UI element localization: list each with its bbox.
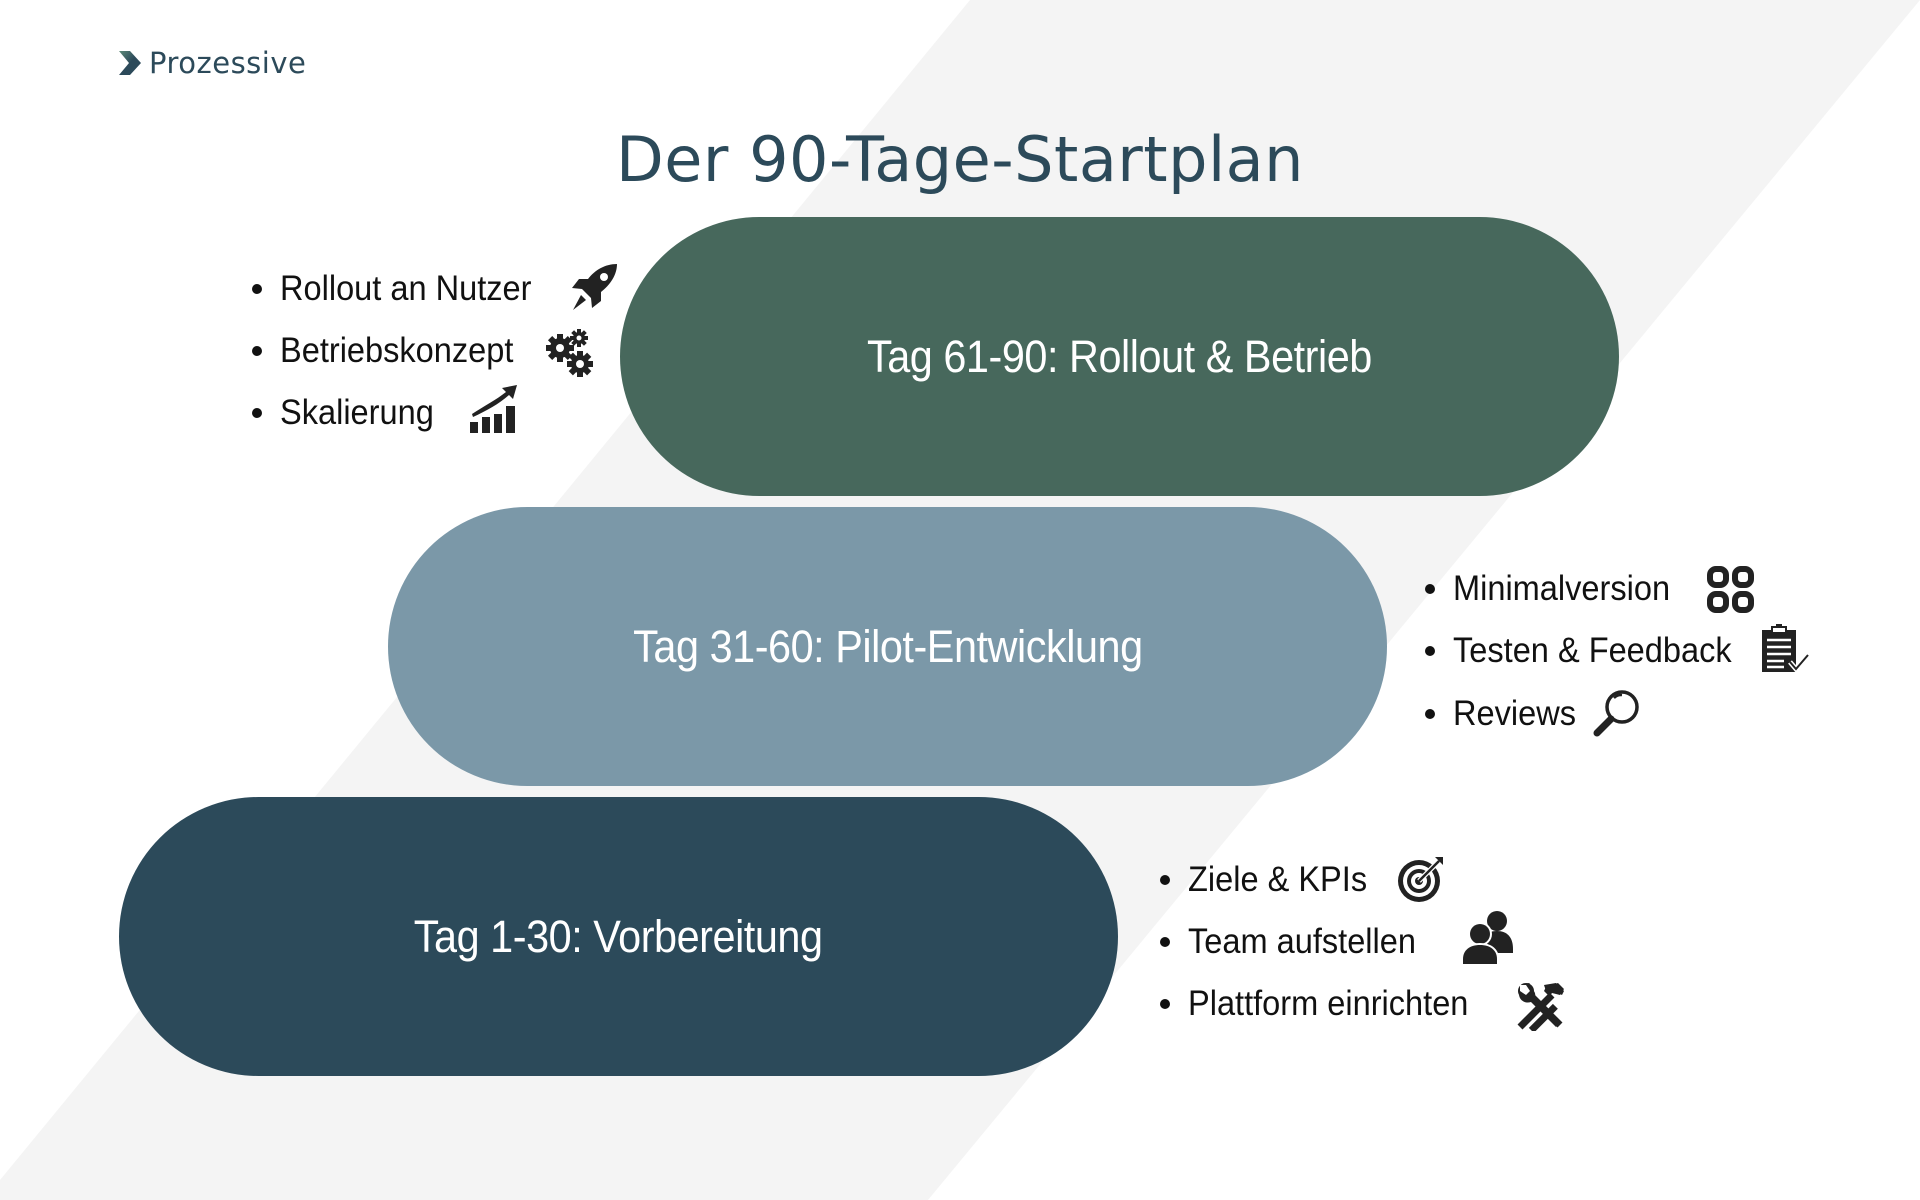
list-item: Skalierung bbox=[252, 388, 445, 438]
bullet bbox=[252, 346, 262, 356]
list-item: Rollout an Nutzer bbox=[252, 264, 550, 314]
bullet bbox=[1425, 584, 1435, 594]
bullet bbox=[1160, 999, 1170, 1009]
list-item: Testen & Feedback bbox=[1425, 626, 1753, 676]
target-icon bbox=[1395, 855, 1445, 905]
list-item: Plattform einrichten bbox=[1160, 979, 1490, 1029]
page-title: Der 90-Tage-Startplan bbox=[616, 123, 1304, 196]
phase-1-pill: Tag 1-30: Vorbereitung bbox=[119, 797, 1118, 1076]
tools-icon bbox=[1516, 981, 1566, 1031]
list-item: Betriebskonzept bbox=[252, 326, 531, 376]
list-item: Minimalversion bbox=[1425, 564, 1686, 614]
list-item: Reviews bbox=[1425, 689, 1585, 739]
brand-name: Prozessive bbox=[149, 46, 307, 80]
phase-2-label: Tag 31-60: Pilot-Entwicklung bbox=[632, 620, 1143, 672]
bullet bbox=[1425, 709, 1435, 719]
phase-3-pill: Tag 61-90: Rollout & Betrieb bbox=[620, 217, 1619, 496]
chevron-right-icon bbox=[119, 51, 141, 75]
gears-icon bbox=[546, 328, 596, 378]
growth-chart-icon bbox=[468, 384, 518, 434]
bullet bbox=[1160, 937, 1170, 947]
list-item: Team aufstellen bbox=[1160, 917, 1433, 967]
clipboard-check-icon bbox=[1760, 624, 1810, 674]
bullet bbox=[252, 408, 262, 418]
magnifier-icon bbox=[1592, 688, 1642, 738]
list-item: Ziele & KPIs bbox=[1160, 855, 1381, 905]
bullet bbox=[1425, 646, 1435, 656]
users-icon bbox=[1461, 909, 1515, 965]
phase-1-label: Tag 1-30: Vorbereitung bbox=[414, 910, 823, 962]
phase-2-pill: Tag 31-60: Pilot-Entwicklung bbox=[388, 507, 1387, 786]
brand-logo: Prozessive bbox=[119, 46, 306, 80]
bullet bbox=[1160, 875, 1170, 885]
bullet bbox=[252, 284, 262, 294]
phase-3-label: Tag 61-90: Rollout & Betrieb bbox=[867, 330, 1372, 382]
grid-icon bbox=[1706, 565, 1756, 615]
rocket-icon bbox=[569, 262, 619, 312]
